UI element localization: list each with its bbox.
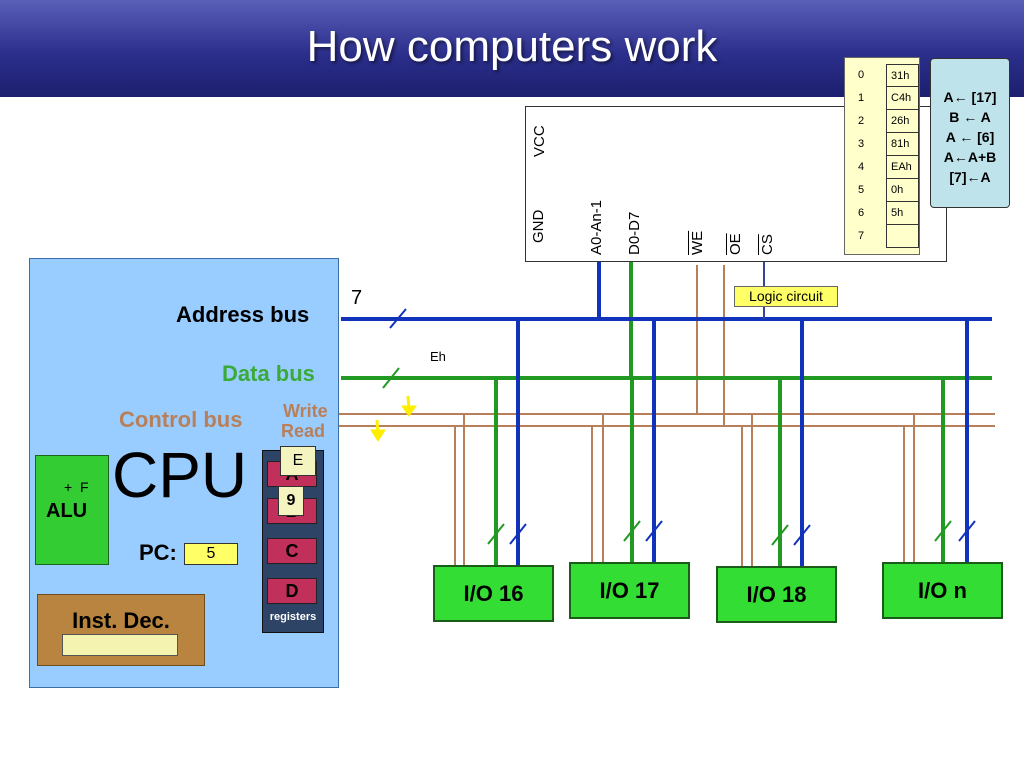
pc-value: 5 [184, 543, 238, 565]
program-line: A← [17] [943, 89, 997, 105]
read-signal-label: Read [281, 421, 326, 441]
register-d: D [267, 578, 317, 604]
pin-gnd: GND [530, 209, 547, 243]
io-device-n: I/O n [882, 562, 1003, 619]
pin-address: A0-An-1 [588, 199, 605, 255]
data-bus-label: Data bus [222, 361, 315, 386]
registers-label: registers [269, 611, 317, 623]
pin-data: D0-D7 [626, 211, 643, 255]
control-bus-lines [275, 265, 995, 566]
alu-box [35, 455, 109, 565]
register-a-value: E [280, 446, 316, 476]
write-signal-label: Write [283, 401, 328, 421]
register-b-value: 9 [278, 486, 304, 516]
address-bus-lines [341, 262, 992, 566]
alu-ops: + F [64, 479, 89, 495]
program-line: A ← [6] [945, 129, 995, 145]
pin-oe: OE [727, 233, 744, 255]
memory-row: 7 [856, 225, 919, 248]
alu-label: ALU [46, 500, 88, 522]
slide-title: How computers work [306, 22, 718, 71]
address-bus-value: 7 [351, 287, 363, 309]
program-line: A←A+B [943, 149, 997, 165]
pin-vcc: VCC [531, 125, 548, 157]
program-line: [7]←A [949, 169, 991, 185]
control-bus-label: Control bus [119, 407, 243, 432]
io-device-17: I/O 17 [569, 562, 690, 619]
bus-slash-marks [382, 308, 976, 546]
pin-cs: CS [759, 234, 776, 255]
address-bus-label: Address bus [176, 302, 310, 327]
pc-label: PC: [139, 540, 177, 565]
logic-circuit-label: Logic circuit [734, 286, 838, 307]
data-bus-value: Eh [430, 349, 446, 364]
io-device-16: I/O 16 [433, 565, 554, 622]
program-line: B ← A [949, 109, 991, 125]
io-device-18: I/O 18 [716, 566, 837, 623]
cpu-label: CPU [112, 439, 248, 511]
register-c: C [267, 538, 317, 564]
inst-dec-label: Inst. Dec. [72, 608, 170, 633]
program-scroll: A← [17] B ← A A ← [6] A←A+B [7]←A [930, 58, 1010, 208]
pin-we: WE [689, 230, 706, 255]
signal-arrow-icon [370, 395, 417, 442]
inst-dec-field [62, 634, 178, 656]
